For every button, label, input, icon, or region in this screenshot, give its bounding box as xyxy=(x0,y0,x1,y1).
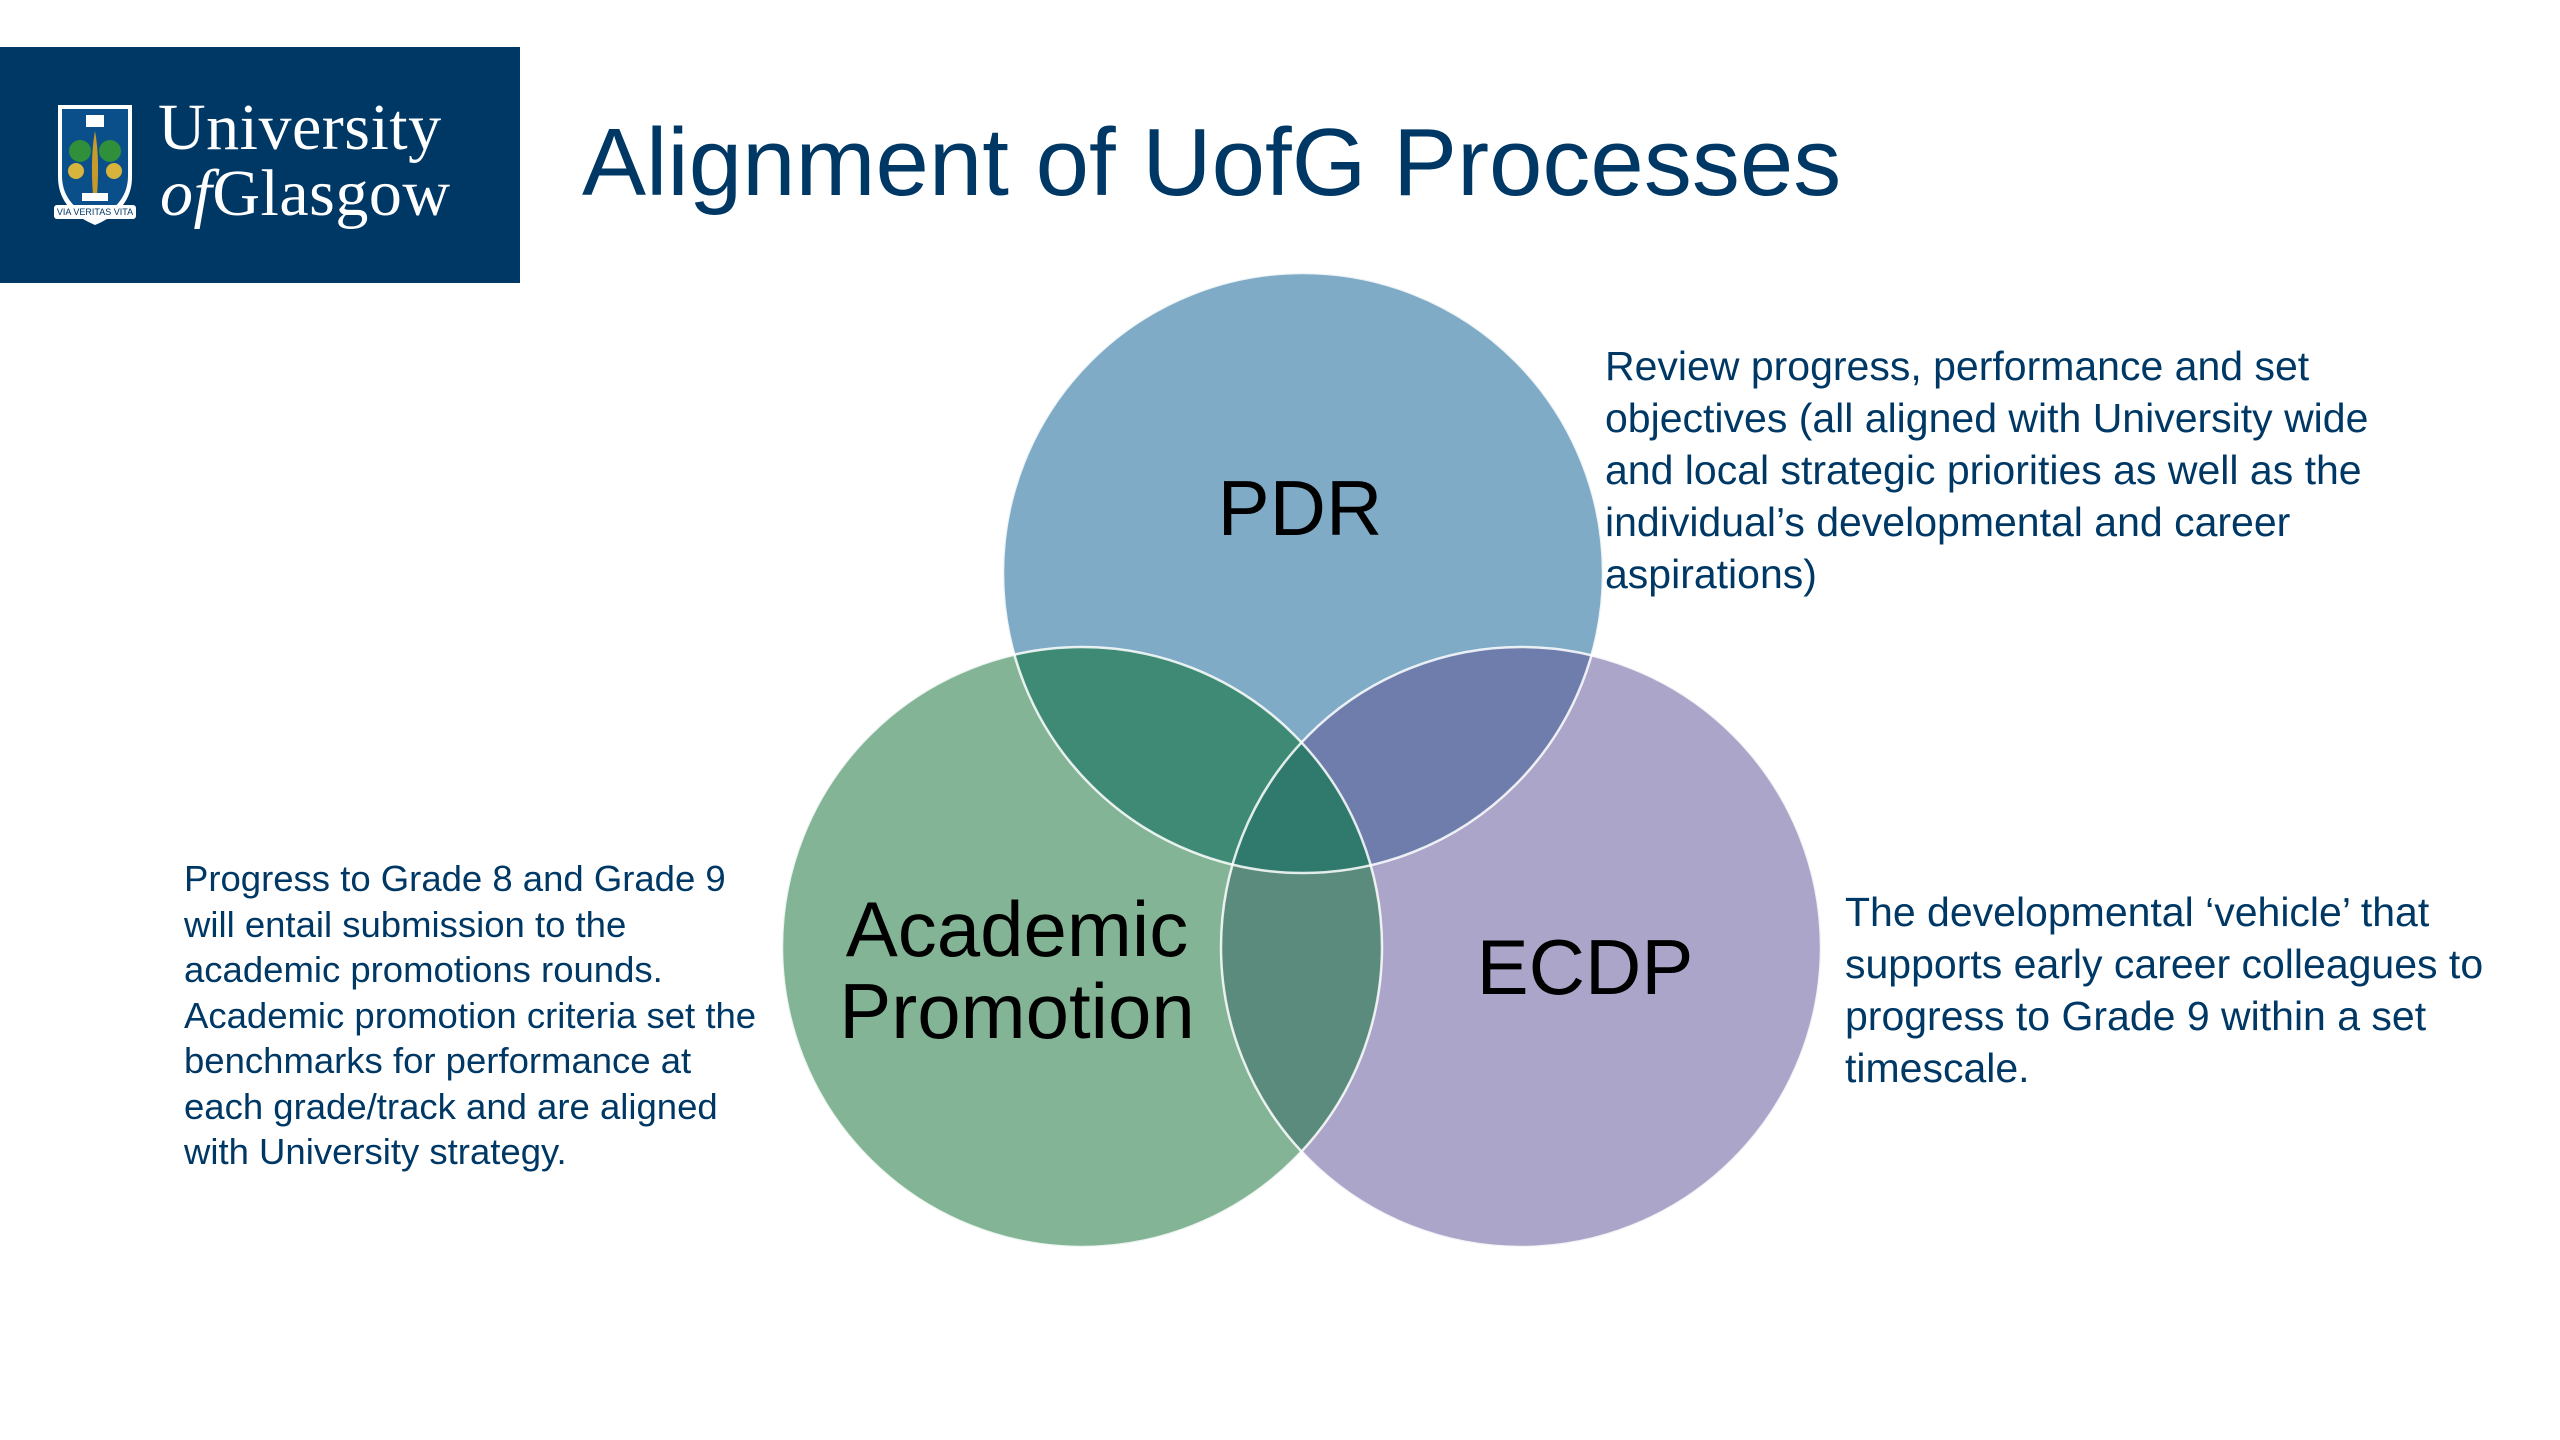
motto-text: VIA VERITAS VITA xyxy=(57,207,133,217)
label-academic-promotion: Academic Promotion xyxy=(839,888,1195,1052)
description-pdr: Review progress, performance and set obj… xyxy=(1605,343,2369,597)
overlap-pdr-academic xyxy=(1003,647,1382,873)
label-academic-line2: Promotion xyxy=(839,967,1195,1055)
university-logo[interactable]: VIA VERITAS VITA University ofGlasgow xyxy=(0,47,520,283)
logo-wordmark: University ofGlasgow xyxy=(158,95,451,227)
label-academic-line1: Academic xyxy=(845,885,1189,973)
logo-line2: ofGlasgow xyxy=(158,161,451,227)
slide-title: Alignment of UofG Processes xyxy=(582,109,1842,216)
logo-of: of xyxy=(160,157,213,230)
description-academic-promotion: Progress to Grade 8 and Grade 9 will ent… xyxy=(184,858,757,1172)
label-ecdp: ECDP xyxy=(1476,923,1694,1011)
overlap-pdr-ecdp xyxy=(1221,647,1603,873)
label-pdr: PDR xyxy=(1217,464,1383,552)
description-ecdp: The developmental ‘vehicle’ that support… xyxy=(1845,889,2484,1091)
logo-glasgow: Glasgow xyxy=(212,157,451,230)
logo-line1: University xyxy=(158,91,442,164)
crest-icon: VIA VERITAS VITA xyxy=(54,105,136,225)
